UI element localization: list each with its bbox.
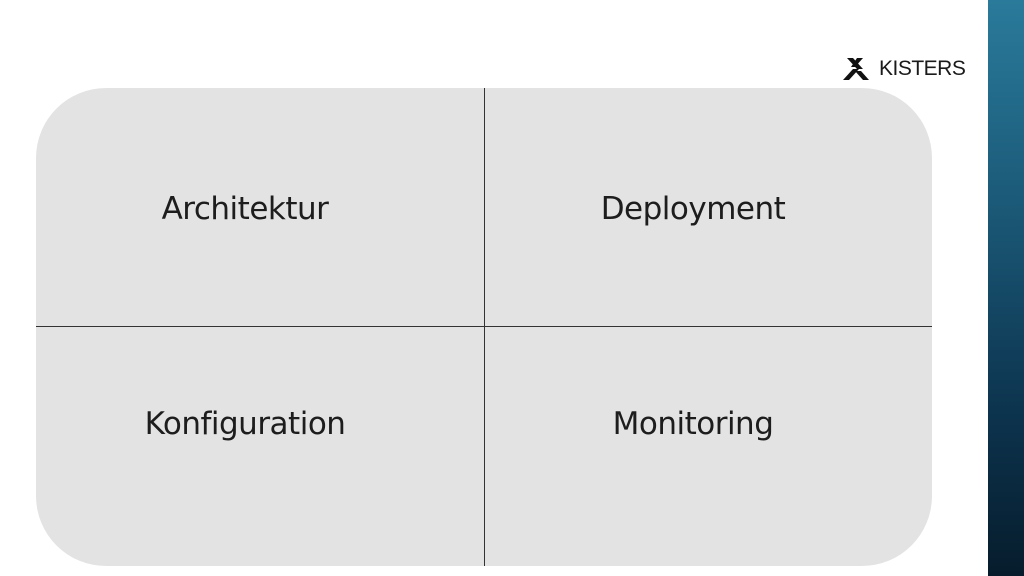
kisters-k-icon [843,58,869,80]
brand-name: KISTERS [879,57,966,80]
quadrant-architektur: Architektur [161,191,329,227]
side-accent-bar [988,0,1024,576]
quadrant-monitoring: Monitoring [612,406,774,442]
topic-matrix: Architektur Deployment Konfiguration Mon… [36,88,932,566]
quadrant-konfiguration: Konfiguration [144,406,346,442]
brand-logo: KISTERS [843,56,966,82]
horizontal-divider [36,326,932,327]
quadrant-deployment: Deployment [600,191,786,227]
vertical-divider [484,88,485,566]
